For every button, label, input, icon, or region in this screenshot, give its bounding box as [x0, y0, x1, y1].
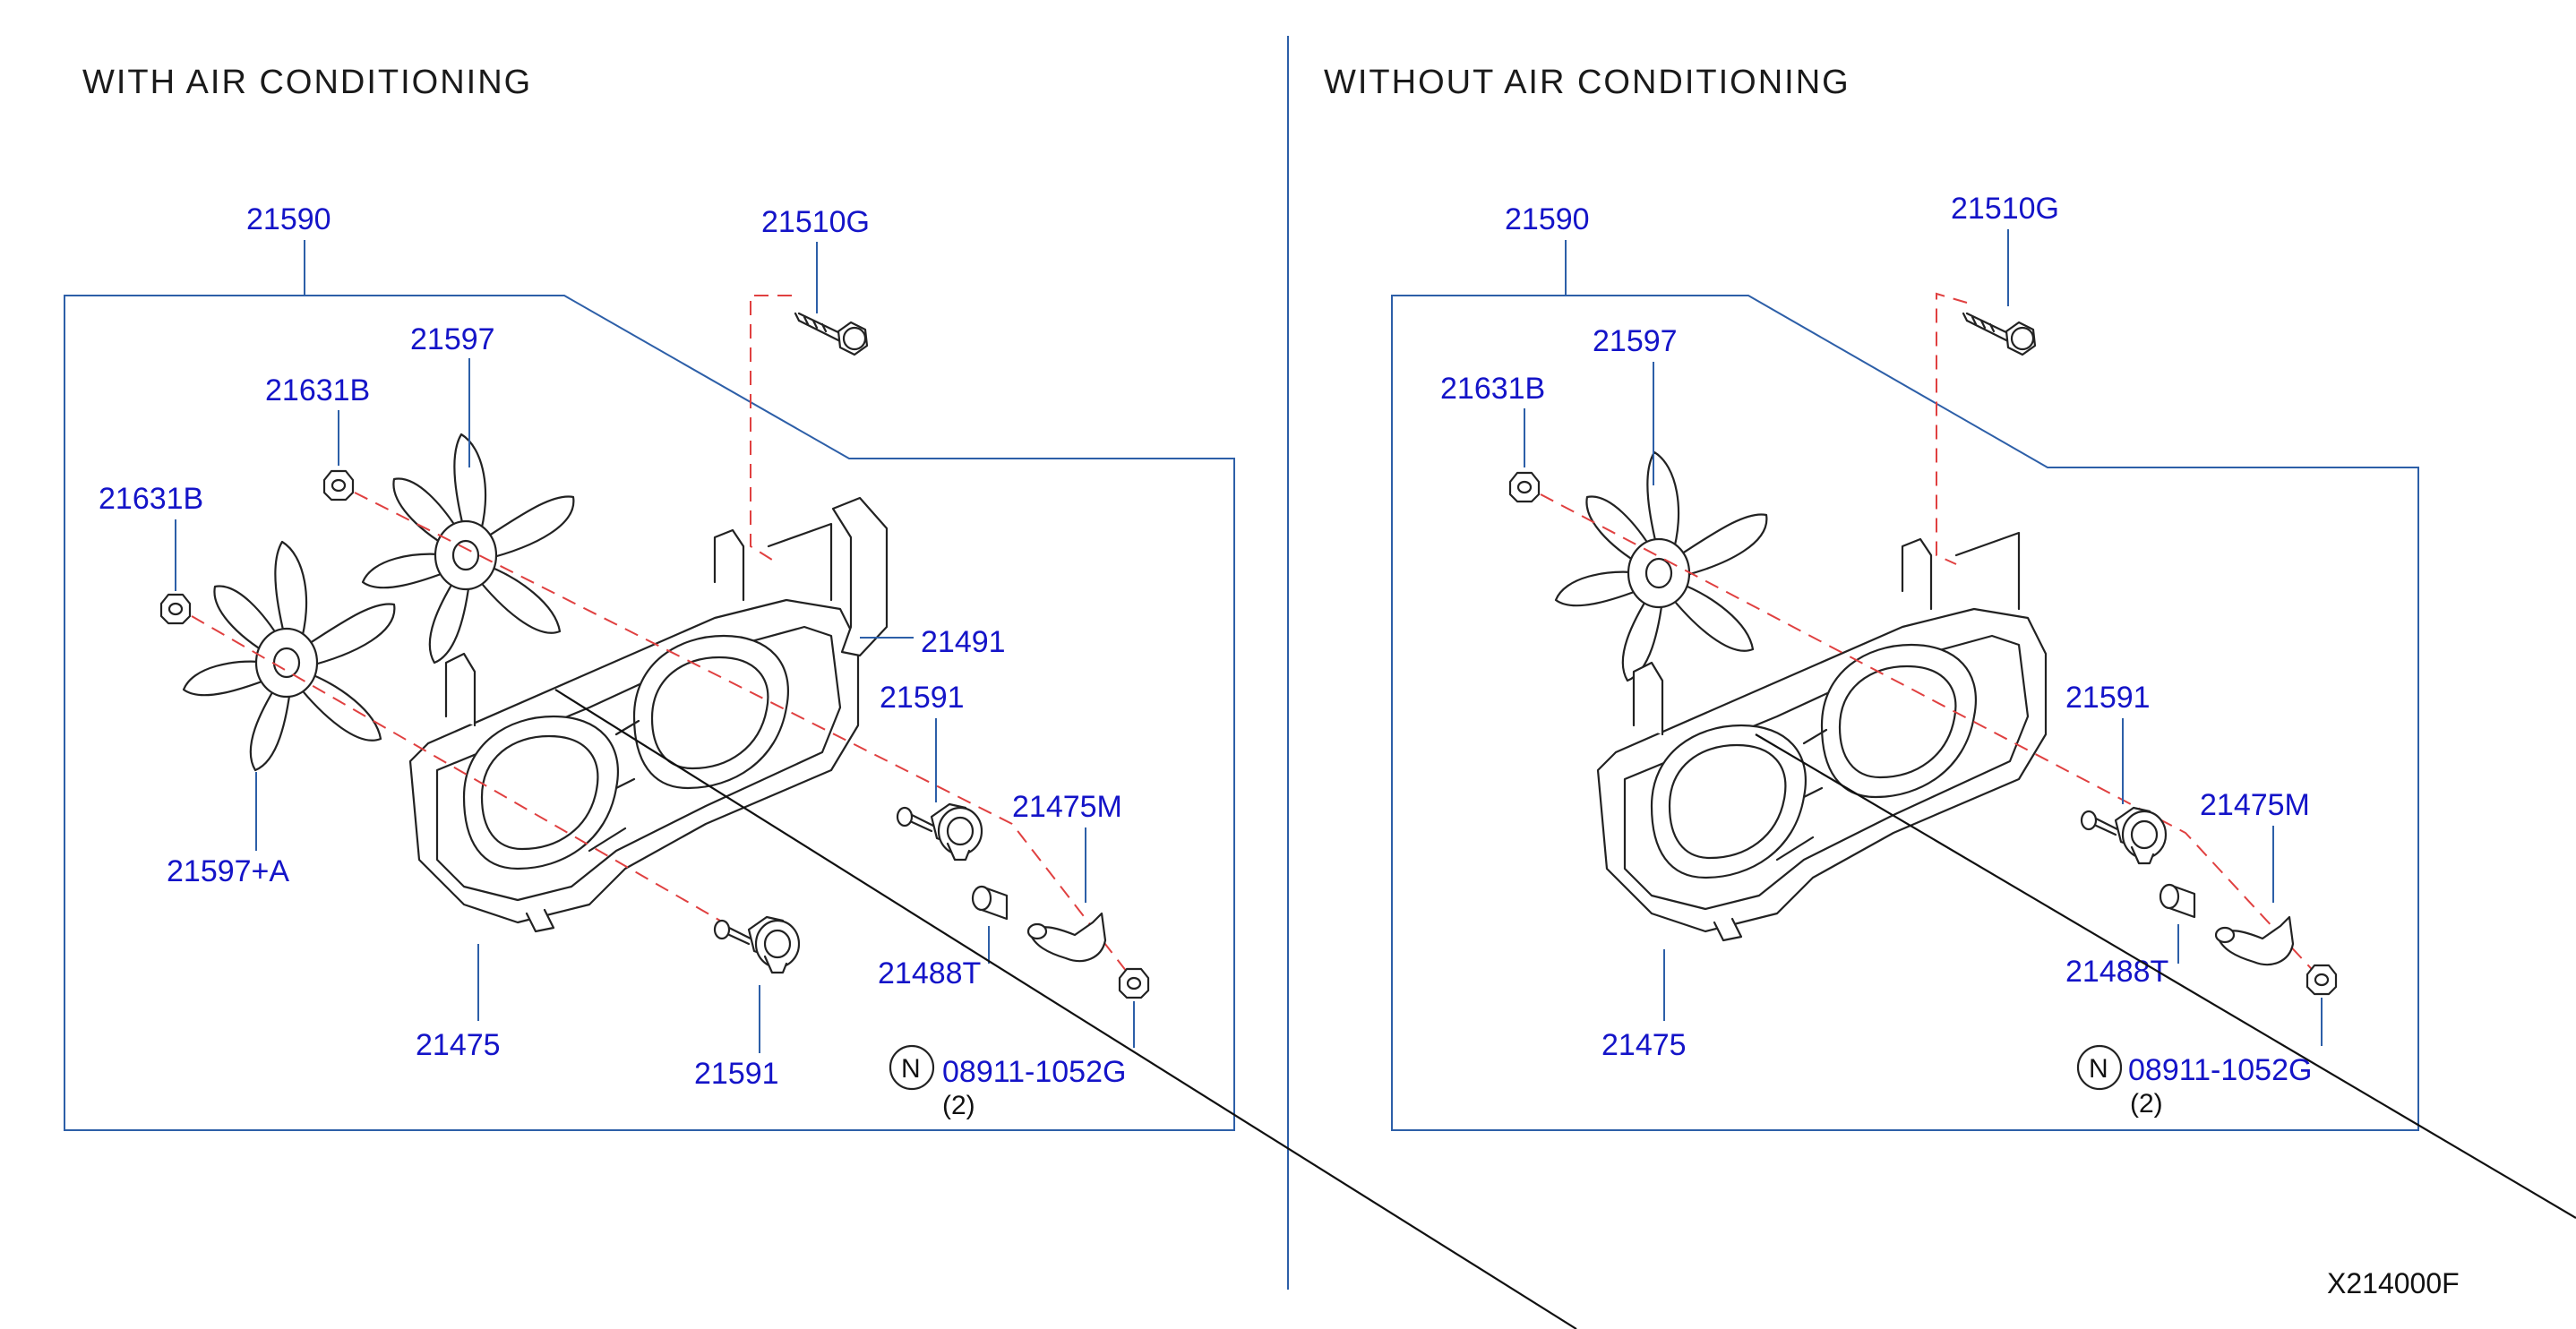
right-panel: WITHOUT AIR CONDITIONING 21590 21510G 21…	[1324, 64, 2576, 1219]
left-panel: WITH AIR CONDITIONING 21590 21510G 21491…	[64, 64, 1577, 1329]
right-assembly-frame	[1391, 295, 2419, 1131]
left-label-nut-left[interactable]: 21631B	[99, 482, 203, 516]
left-label-motor-lower[interactable]: 21591	[694, 1057, 779, 1091]
left-lower-fan-icon	[182, 540, 396, 772]
illustration-code: X214000F	[2327, 1267, 2460, 1299]
right-nut-std-icon	[2306, 964, 2338, 996]
left-bracket-icon	[831, 496, 889, 657]
right-label-collar[interactable]: 21488T	[2065, 955, 2168, 989]
right-collar-icon	[2159, 883, 2196, 919]
left-section-line	[554, 689, 1577, 1329]
right-standard-mark-letter: N	[2089, 1054, 2108, 1084]
right-label-shroud-bracket[interactable]: 21475M	[2200, 788, 2310, 822]
left-bolt-axis	[750, 295, 792, 565]
left-label-bolt[interactable]: 21510G	[761, 205, 870, 239]
right-section-line	[1755, 733, 2576, 1219]
left-upper-fan-icon	[361, 433, 575, 664]
left-standard-part-mark	[889, 1044, 935, 1091]
right-label-shroud-assy[interactable]: 21590	[1505, 202, 1590, 236]
right-label-shroud[interactable]: 21475	[1601, 1028, 1687, 1062]
left-label-fan-upper[interactable]: 21597	[410, 322, 495, 356]
left-label-collar[interactable]: 21488T	[878, 956, 981, 990]
right-standard-part-mark	[2076, 1044, 2123, 1091]
left-label-nut-code[interactable]: 08911-1052G	[942, 1055, 1126, 1089]
left-lower-axis	[191, 615, 721, 922]
right-nut-upper-icon	[1508, 471, 1541, 503]
left-label-nut-upper[interactable]: 21631B	[265, 373, 370, 407]
left-label-shroud-bracket[interactable]: 21475M	[1012, 790, 1122, 824]
left-collar-icon	[971, 885, 1009, 921]
left-label-fan-lower[interactable]: 21597+A	[167, 854, 289, 888]
right-label-motor-upper[interactable]: 21591	[2065, 681, 2151, 715]
left-assembly-frame	[64, 295, 1235, 1131]
right-label-nut-upper[interactable]: 21631B	[1440, 372, 1545, 406]
right-shroud-bracket-icon	[2214, 915, 2295, 966]
left-label-nut-qty: (2)	[942, 1091, 975, 1120]
right-label-bolt[interactable]: 21510G	[1951, 192, 2059, 226]
left-shroud-bracket-icon	[1026, 912, 1107, 963]
right-panel-heading: WITHOUT AIR CONDITIONING	[1324, 64, 1850, 101]
right-fan-icon	[1554, 450, 1768, 682]
left-bolt-icon	[794, 312, 869, 356]
left-lower-motor-icon	[713, 915, 801, 974]
left-nut-upper-icon	[322, 469, 355, 502]
left-nut-std-icon	[1118, 967, 1150, 999]
right-label-fan-upper[interactable]: 21597	[1593, 324, 1678, 358]
right-motor-icon	[2080, 806, 2168, 865]
right-upper-axis	[1540, 493, 2321, 979]
left-label-shroud[interactable]: 21475	[416, 1028, 501, 1062]
left-label-shroud-assy[interactable]: 21590	[246, 202, 331, 236]
right-label-nut-code[interactable]: 08911-1052G	[2128, 1053, 2312, 1087]
left-standard-mark-letter: N	[901, 1054, 921, 1084]
left-label-bracket[interactable]: 21491	[921, 625, 1006, 659]
left-panel-heading: WITH AIR CONDITIONING	[82, 64, 532, 101]
right-bolt-axis	[1936, 292, 1968, 565]
left-label-motor-upper[interactable]: 21591	[880, 681, 965, 715]
right-bolt-icon	[1962, 312, 2037, 356]
left-nut-left-icon	[159, 593, 192, 625]
left-upper-motor-icon	[896, 802, 983, 862]
right-label-nut-qty: (2)	[2130, 1089, 2163, 1119]
